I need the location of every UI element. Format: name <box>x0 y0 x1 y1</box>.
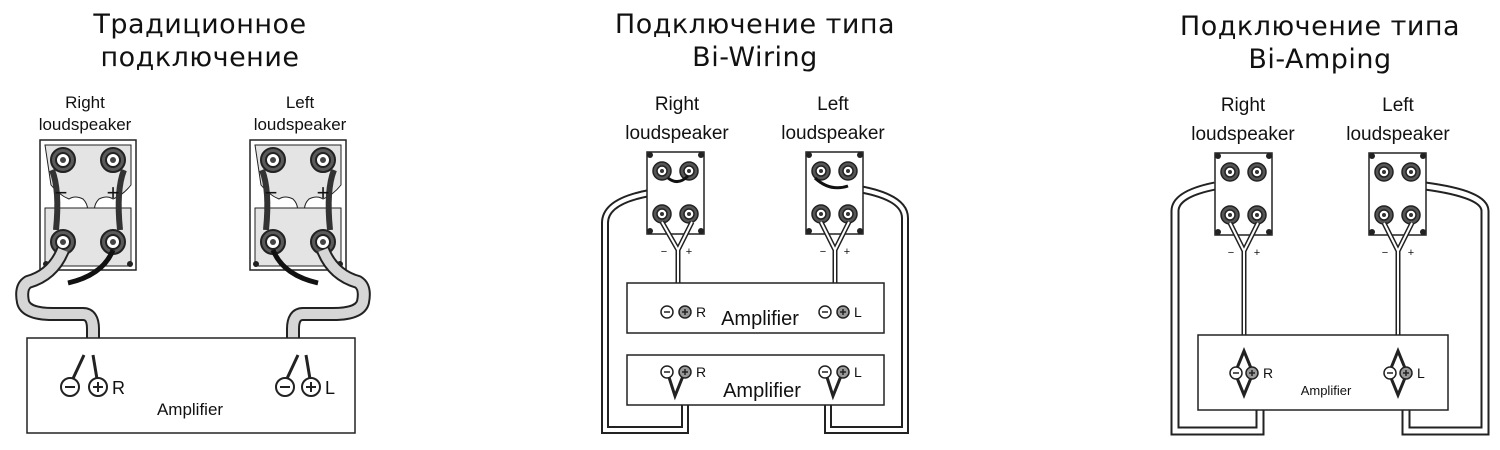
left-speaker-label-2: loudspeaker <box>254 115 347 134</box>
title-bi-wiring: Подключение типа Bi-Wiring <box>614 9 896 73</box>
panel-bi-wiring: Right loudspeaker Left loudspeaker <box>601 94 909 434</box>
right-speaker-label: Right <box>65 93 105 112</box>
right-speaker-terminal-plate: − + <box>39 139 137 271</box>
minus-sign: − <box>55 180 68 205</box>
right-speaker-label: Right <box>1221 95 1266 116</box>
channel-l-label: L <box>854 364 862 380</box>
speaker-cables <box>15 247 371 369</box>
channel-l-label: L <box>1417 365 1425 381</box>
minus-sign: − <box>1382 247 1388 259</box>
left-speaker-label-2: loudspeaker <box>781 123 885 144</box>
left-speaker-label-2: loudspeaker <box>1346 124 1450 145</box>
plus-sign: + <box>1254 247 1260 259</box>
left-speaker-label: Left <box>817 94 849 115</box>
channel-r-label: R <box>112 378 125 398</box>
right-speaker-terminal-plate <box>646 151 705 235</box>
left-speaker-label: Left <box>1382 95 1414 116</box>
amp-terminals-left: L <box>275 354 335 398</box>
left-speaker-terminal-plate <box>805 151 864 235</box>
right-speaker-label-2: loudspeaker <box>625 123 729 144</box>
minus-sign: − <box>265 180 278 205</box>
left-speaker-terminal-plate: − + <box>249 139 347 271</box>
amplifier-label-2: Amplifier <box>723 380 801 402</box>
amplifier-label: Amplifier <box>1301 383 1352 398</box>
amplifier-box <box>26 337 356 434</box>
minus-sign: − <box>1228 247 1234 259</box>
left-speaker-label: Left <box>286 93 315 112</box>
channel-l-label: L <box>325 378 335 398</box>
plus-sign: + <box>686 246 692 258</box>
channel-r-label: R <box>1263 365 1273 381</box>
plus-sign: + <box>844 246 850 258</box>
right-speaker-label: Right <box>655 94 700 115</box>
amp-terminals-right: R <box>60 354 125 398</box>
minus-sign: − <box>661 246 667 258</box>
plus-sign: + <box>1408 247 1414 259</box>
amplifier-label-1: Amplifier <box>721 308 799 330</box>
left-speaker-terminal-plate <box>1368 152 1427 236</box>
plus-sign: + <box>107 180 120 205</box>
amplifier-label: Amplifier <box>157 400 223 419</box>
panel-bi-amping: Right loudspeaker Left loudspeaker <box>1170 95 1490 436</box>
title-bi-amping: Подключение типа Bi-Amping <box>1179 11 1461 75</box>
terminal-minus-top <box>50 147 76 173</box>
channel-l-label: L <box>854 304 862 320</box>
panel-traditional: Right loudspeaker Left loudspeaker − + <box>15 93 371 434</box>
minus-sign: − <box>820 246 826 258</box>
channel-r-label: R <box>696 364 706 380</box>
right-speaker-label-2: loudspeaker <box>39 115 132 134</box>
plus-sign: + <box>317 180 330 205</box>
title-traditional: Традиционное подключение <box>93 9 307 73</box>
right-speaker-terminal-plate <box>1214 152 1273 236</box>
terminal-plus-top <box>100 147 126 173</box>
channel-r-label: R <box>696 304 706 320</box>
right-speaker-label-2: loudspeaker <box>1191 124 1295 145</box>
